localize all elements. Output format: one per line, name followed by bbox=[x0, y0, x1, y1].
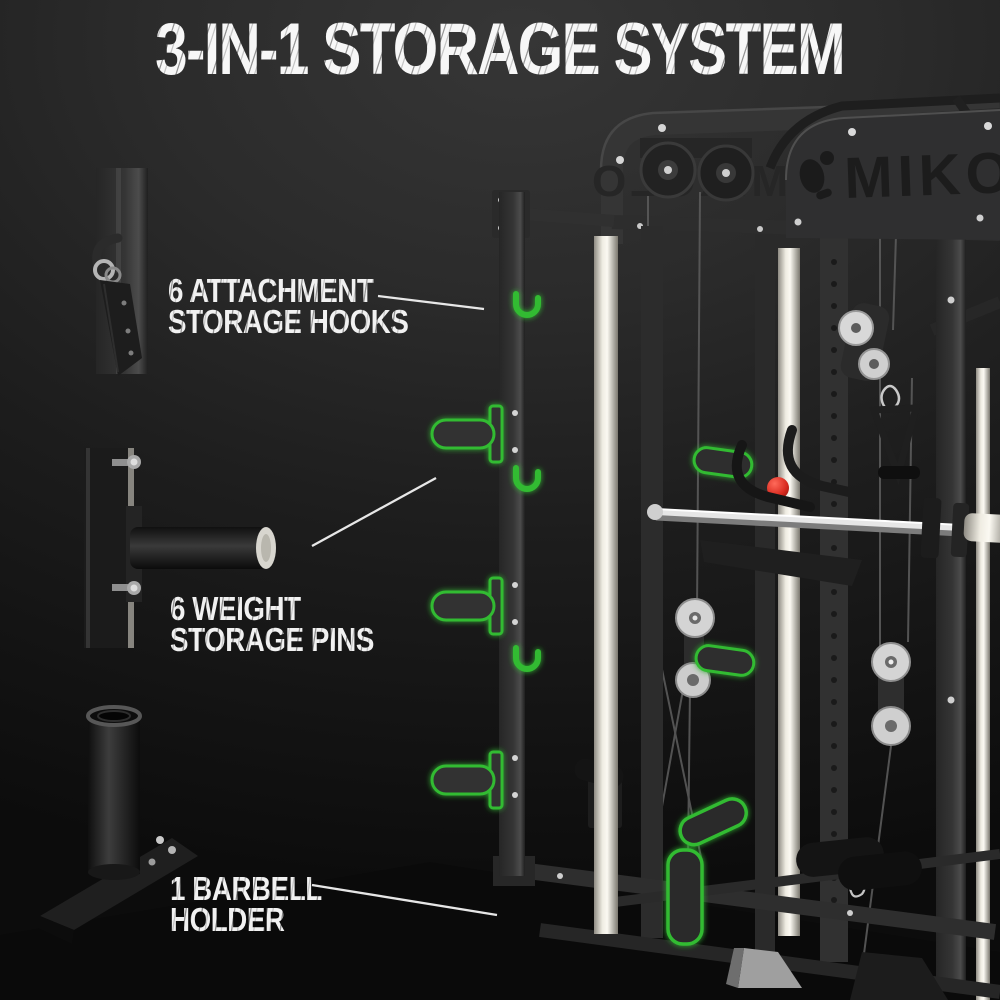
mikolo-logo-mark bbox=[799, 151, 834, 200]
feature-label-line: 6 ATTACHMENT bbox=[168, 272, 374, 309]
feature-label-line: 6 WEIGHT bbox=[170, 590, 301, 627]
feature-label-line: STORAGE PINS bbox=[170, 620, 374, 658]
smith-rail-left bbox=[594, 236, 618, 934]
page-title-wrap: 3-IN-1 STORAGE SYSTEM bbox=[0, 8, 1000, 91]
thumb-weight-pin bbox=[84, 448, 276, 648]
brand-panel: MIKOLO bbox=[785, 109, 1000, 240]
mid-pulley-right bbox=[871, 642, 911, 746]
mid-pulley-left bbox=[675, 598, 715, 698]
feature-label-line: HOLDER bbox=[170, 900, 285, 938]
feature-label-storage-hooks: 6 ATTACHMENT STORAGE HOOKS bbox=[168, 272, 409, 340]
green-storage-hooks bbox=[513, 291, 541, 672]
feature-label-weight-pins: 6 WEIGHT STORAGE PINS bbox=[170, 590, 374, 658]
upper-pulley-block bbox=[838, 303, 921, 486]
thumb-barbell-holder bbox=[38, 705, 198, 944]
smith-bar bbox=[647, 425, 1000, 586]
page-title: 3-IN-1 STORAGE SYSTEM bbox=[155, 9, 847, 90]
mikolo-logo-text: MIKOLO bbox=[843, 137, 1000, 211]
leader-line-hooks bbox=[377, 294, 485, 311]
thumb-attachment-hooks bbox=[92, 168, 148, 376]
machine: MIKOLO bbox=[430, 93, 1000, 1000]
cable-rod-right bbox=[976, 368, 990, 1000]
green-weight-pins bbox=[430, 404, 504, 810]
leader-line-barbell bbox=[311, 883, 498, 917]
front-left-upright bbox=[492, 190, 530, 876]
top-pulleys bbox=[639, 138, 755, 202]
smith-rail-right bbox=[778, 248, 800, 936]
feature-label-barbell-holder: 1 BARBELL HOLDER bbox=[170, 870, 322, 938]
feature-label-line: STORAGE HOOKS bbox=[168, 302, 409, 340]
green-barbell-holder bbox=[666, 797, 748, 946]
leader-line-pins bbox=[311, 476, 437, 548]
feature-label-line: 1 BARBELL bbox=[170, 870, 322, 907]
